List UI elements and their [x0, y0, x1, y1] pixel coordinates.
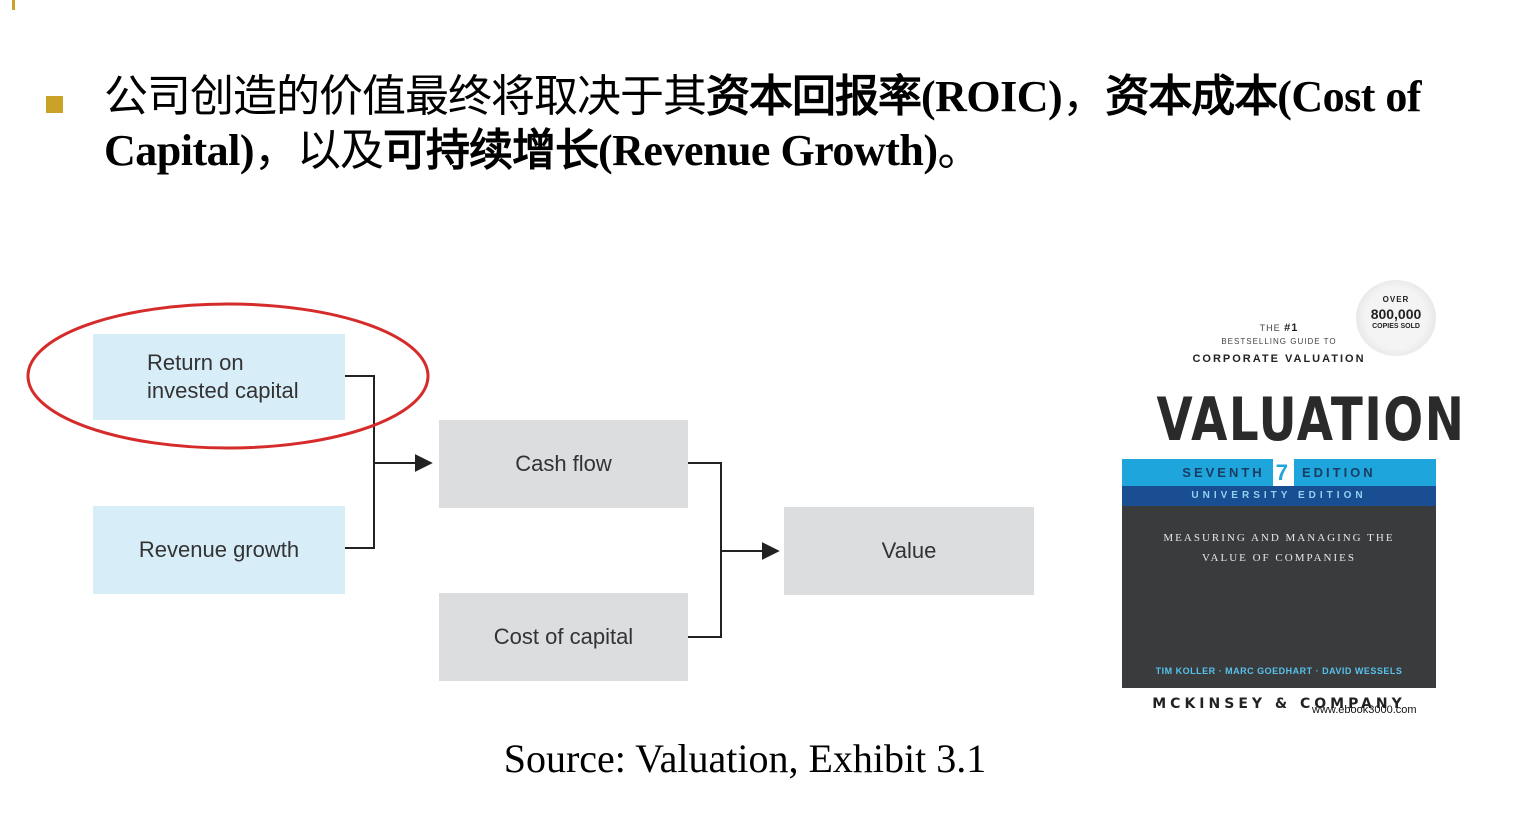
badge-number: 800,000 [1370, 306, 1422, 322]
box-cost-of-capital: Cost of capital [439, 593, 688, 681]
bullet-term-roic: 资本回报率 [706, 71, 922, 122]
edition-number: 7 [1272, 459, 1294, 486]
cash-flow-label: Cash flow [515, 451, 612, 476]
revenue-growth-label: Revenue growth [138, 537, 300, 562]
slide-corner-mark [12, 0, 15, 10]
cover-dark-panel: MEASURING AND MANAGING THE VALUE OF COMP… [1122, 506, 1436, 688]
box-return-on-invested-capital: Return on invested capital [93, 334, 345, 420]
bullet-term-growth: 可持续增长 [383, 125, 599, 176]
book-authors: TIM KOLLER · MARC GOEDHART · DAVID WESSE… [1155, 666, 1403, 676]
book-title: VALUATION [1156, 385, 1466, 455]
subtitle-line2: VALUE OF COMPANIES [1202, 552, 1356, 564]
edition-left: SEVENTH [1182, 465, 1265, 480]
badge-bottom: COPIES SOLD [1372, 323, 1420, 330]
box-cash-flow: Cash flow [439, 420, 688, 508]
tagline-sub: BESTSELLING GUIDE TO [1221, 337, 1337, 346]
bullet-term-roic-en: (ROIC) [921, 72, 1063, 121]
watermark: www.ebook3000.com [1312, 704, 1417, 716]
bullet-term-growth-en: (Revenue Growth) [598, 126, 938, 175]
edition-right: EDITION [1301, 465, 1376, 480]
roic-label-line1: Return on [147, 350, 244, 375]
tagline-main: CORPORATE VALUATION [1192, 353, 1366, 365]
bullet-text-plain-4: 。 [937, 125, 981, 176]
bullet-text-plain-2: ， [1062, 71, 1106, 122]
edition-bar: SEVENTH 7 EDITION [1122, 459, 1436, 486]
box-revenue-growth: Revenue growth [93, 506, 345, 594]
highlight-ellipse [26, 302, 430, 450]
connector-roic [345, 375, 375, 549]
university-edition-bar: UNIVERSITY EDITION [1122, 486, 1436, 506]
cost-of-capital-label: Cost of capital [493, 624, 634, 649]
book-publisher: MCKINSEY & COMPANY [1152, 696, 1406, 712]
value-label: Value [881, 538, 937, 563]
badge-top: OVER [1382, 295, 1410, 304]
source-caption: Source: Valuation, Exhibit 3.1 [503, 736, 987, 781]
bullet-term-coc-en: (Cost of Capital) [104, 72, 1422, 175]
tagline-rank: THE #1 [1122, 322, 1436, 334]
connector-cash-flow [688, 462, 722, 638]
book-cover: OVER 800,000 COPIES SOLD THE #1 BESTSELL… [1122, 280, 1466, 725]
subtitle-line1: MEASURING AND MANAGING THE [1163, 532, 1395, 544]
tagline-the: THE [1259, 323, 1281, 333]
bullet-text-plain-1: 公司创造的价值最终将取决于其 [104, 71, 707, 122]
bullet-marker [46, 96, 63, 113]
box-value: Value [784, 507, 1034, 595]
tagline-number: #1 [1284, 322, 1299, 334]
book-subtitle: MEASURING AND MANAGING THE VALUE OF COMP… [1122, 528, 1436, 568]
sales-badge: OVER 800,000 COPIES SOLD [1356, 280, 1436, 356]
bullet-text: 公司创造的价值最终将取决于其资本回报率(ROIC)，资本成本(Cost of C… [104, 70, 1444, 178]
roic-label-line2: invested capital [147, 378, 299, 403]
bullet-term-coc: 资本成本 [1105, 71, 1278, 122]
bullet-text-plain-3: ，以及 [254, 125, 384, 176]
